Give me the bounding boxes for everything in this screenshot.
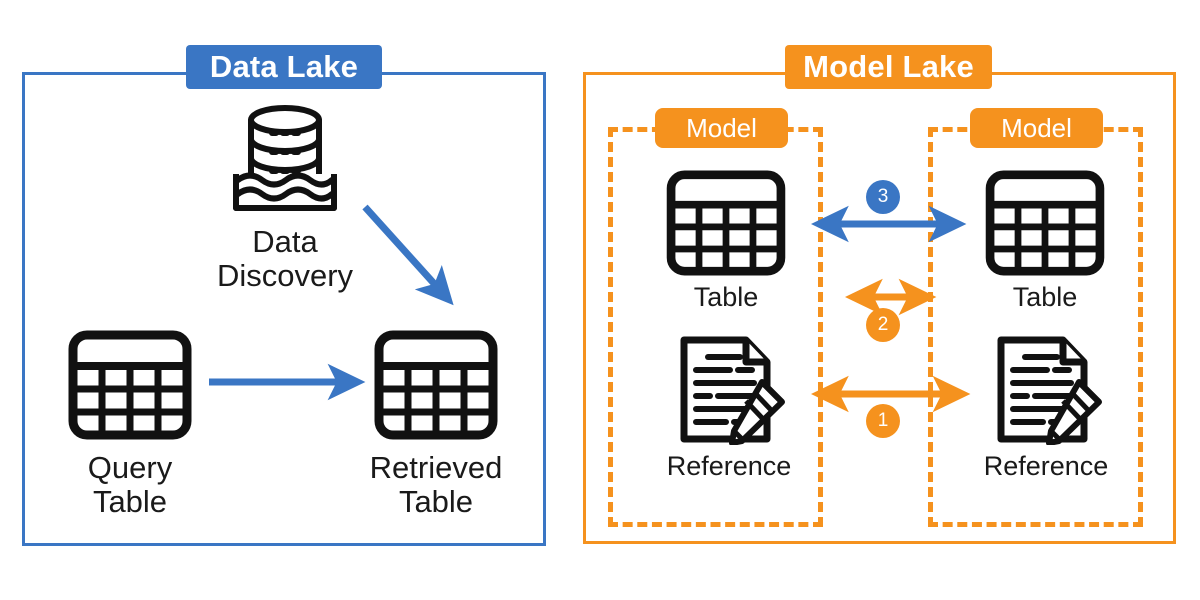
caption-reference-right: Reference: [983, 451, 1109, 481]
table-icon: [666, 170, 786, 281]
model-lake-title: Model Lake: [785, 45, 992, 89]
arrow-relation-1: [810, 375, 971, 413]
node-reference-left: Reference: [655, 335, 803, 482]
badge-relation-3: 3: [866, 180, 900, 214]
table-icon: [374, 330, 498, 445]
caption-reference-left: Reference: [666, 451, 792, 481]
table-icon: [985, 170, 1105, 281]
caption-query-table: Query Table: [87, 450, 173, 520]
caption-table-right: Table: [1012, 282, 1078, 312]
node-reference-right: Reference: [972, 335, 1120, 482]
node-table-right: Table: [980, 170, 1110, 313]
badge-relation-1: 1: [866, 404, 900, 438]
caption-data-discovery: Data Discovery: [216, 224, 354, 294]
data-lake-title: Data Lake: [186, 45, 382, 89]
model-label-right: Model: [970, 108, 1103, 148]
document-with-pencil-icon: [987, 335, 1105, 450]
node-query-table: Query Table: [58, 330, 202, 519]
arrow-relation-3: [810, 205, 967, 243]
document-with-pencil-icon: [670, 335, 788, 450]
database-in-water-icon: [220, 96, 350, 219]
table-icon: [68, 330, 192, 445]
arrow-discovery-to-retrieved: [362, 204, 454, 306]
badge-relation-2: 2: [866, 308, 900, 342]
node-table-left: Table: [661, 170, 791, 313]
caption-table-left: Table: [693, 282, 759, 312]
model-label-left: Model: [655, 108, 788, 148]
node-data-discovery: Data Discovery: [205, 96, 365, 293]
arrow-relation-2: [844, 278, 937, 316]
node-retrieved-table: Retrieved Table: [362, 330, 510, 519]
arrow-query-to-retrieved: [209, 363, 366, 401]
caption-retrieved-table: Retrieved Table: [369, 450, 503, 520]
